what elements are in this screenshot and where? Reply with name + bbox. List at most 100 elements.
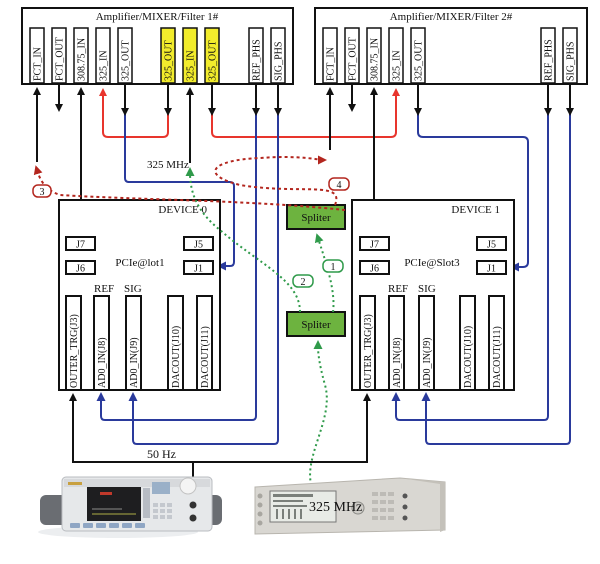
device-0-port-4[interactable]: DACOUT(J11): [196, 295, 213, 391]
amp1-pin-308-75-in-2[interactable]: 308.75_IN: [73, 27, 89, 84]
device-0-slot: PCIe@lot1: [115, 257, 164, 269]
amplifier-1-box: Amplifier/MIXER/Filter 1#: [21, 7, 294, 85]
device-0-port-1[interactable]: AD0_IN(J8): [93, 295, 110, 391]
amp1-pin-sig-phs-9-label: SIG_PHS: [274, 42, 285, 81]
red-path-4: [214, 155, 338, 206]
device-0-port-3[interactable]: DACOUT(J10): [167, 295, 184, 391]
device-0-sig-label: SIG: [124, 283, 142, 295]
device-1-port-4-label: DACOUT(J11): [492, 326, 503, 388]
wire-amp2-325-out-to-dev1-j1: [417, 84, 529, 272]
device-1-ref-label: REF: [388, 283, 408, 295]
green-path-2: [185, 167, 301, 313]
splitter-bottom[interactable]: Spliter: [286, 311, 346, 337]
device-1-port-2[interactable]: AD0_IN(J9): [418, 295, 435, 391]
amp2-pin-fct-out-1[interactable]: FCT_OUT: [344, 27, 360, 84]
amp2-pin-308-75-in-2[interactable]: 308.75_IN: [366, 27, 382, 84]
device-1-j5[interactable]: [476, 236, 507, 251]
function-generator[interactable]: [38, 476, 222, 538]
device-0-j1-label: J1: [194, 264, 203, 275]
amp2-pin-fct-out-1-label: FCT_OUT: [348, 37, 359, 81]
amp1-pin-fct-out-1-label: FCT_OUT: [55, 37, 66, 81]
svg-text:2: 2: [301, 277, 306, 288]
label-325mhz-mid: 325 MHz: [147, 159, 189, 171]
device-1-sig-label: SIG: [418, 283, 436, 295]
green-path-1: [314, 233, 335, 313]
device-0-j5[interactable]: [183, 236, 214, 251]
device-1-port-1[interactable]: AD0_IN(J8): [388, 295, 405, 391]
svg-text:4: 4: [337, 180, 342, 191]
device-0-port-0[interactable]: OUTER_TRG(J3): [65, 295, 82, 391]
device-1-j1-label: J1: [487, 264, 496, 275]
device-1-j5-label: J5: [487, 240, 496, 251]
amp1-pin-fct-in-0-label: FCT_IN: [33, 47, 44, 81]
amplifier-1-title: Amplifier/MIXER/Filter 1#: [96, 11, 219, 23]
amplifier-2-title: Amplifier/MIXER/Filter 2#: [390, 11, 513, 23]
amp1-pin-ref-phs-8-label: REF_PHS: [252, 39, 263, 81]
device-0-port-4-label: DACOUT(J11): [200, 326, 211, 388]
amp2-pin-308-75-in-2-label: 308.75_IN: [370, 38, 381, 81]
amp1-pin-fct-out-1[interactable]: FCT_OUT: [51, 27, 67, 84]
device-0-j6-label: J6: [76, 264, 85, 275]
amp1-pin-ref-phs-8[interactable]: REF_PHS: [248, 27, 264, 84]
device-1-port-3[interactable]: DACOUT(J10): [459, 295, 476, 391]
rf-signal-generator[interactable]: 325 MHz: [254, 477, 446, 535]
device-0-port-3-label: DACOUT(J10): [171, 326, 182, 388]
marker-1: 1: [322, 259, 344, 273]
device-0-ref-label: REF: [94, 283, 114, 295]
amp2-pin-sig-phs-6[interactable]: SIG_PHS: [562, 27, 578, 84]
splitter-bottom-label: Spliter: [301, 319, 331, 331]
splitter-top[interactable]: Spliter: [286, 204, 346, 230]
svg-text:3: 3: [40, 187, 45, 198]
amp1-pin-325-out-7-label: 325_OUT: [208, 40, 219, 81]
marker-3: 3: [32, 184, 52, 198]
device-1-j1[interactable]: [476, 260, 507, 275]
device-0-j7[interactable]: [65, 236, 96, 251]
amp1-pin-308-75-in-2-label: 308.75_IN: [77, 38, 88, 81]
wire-amp1-sig-phs-to-dev0-sig: [128, 84, 279, 445]
amp2-pin-fct-in-0[interactable]: FCT_IN: [322, 27, 338, 84]
device-1-port-4[interactable]: DACOUT(J11): [488, 295, 505, 391]
label-50hz: 50 Hz: [147, 447, 176, 461]
wire-amp1-325-out-to-amp2-325-in: [211, 84, 400, 138]
red-path-3: [33, 165, 346, 211]
wire-amp1-325-loop-red: [99, 84, 169, 138]
device-0-port-2[interactable]: AD0_IN(J9): [125, 295, 142, 391]
amp2-pin-ref-phs-5[interactable]: REF_PHS: [540, 27, 556, 84]
wire-50hz-trigger-dev1: [193, 393, 371, 463]
device-1-port-1-label: AD0_IN(J8): [392, 337, 403, 388]
wire-amp1-ref-phs-to-dev0-ref: [96, 84, 257, 421]
amp1-pin-325-out-4-label: 325_OUT: [121, 40, 132, 81]
amp2-pin-325-out-4-label: 325_OUT: [414, 40, 425, 81]
amp1-pin-325-out-7[interactable]: 325_OUT: [204, 27, 220, 84]
amp1-pin-325-in-6[interactable]: 325_IN: [182, 27, 198, 84]
device-0-j5-label: J5: [194, 240, 203, 251]
wire-amp2-ref-phs-to-dev1-ref: [391, 84, 549, 421]
device-0-j7-label: J7: [76, 240, 85, 251]
amp1-pin-325-out-5[interactable]: 325_OUT: [160, 27, 176, 84]
device-1-port-0[interactable]: OUTER_TRG(J3): [359, 295, 376, 391]
device-1-port-2-label: AD0_IN(J9): [422, 337, 433, 388]
splitter-top-label: Spliter: [301, 212, 331, 224]
amp1-pin-sig-phs-9[interactable]: SIG_PHS: [270, 27, 286, 84]
amp1-pin-325-out-4[interactable]: 325_OUT: [117, 27, 133, 84]
amp1-pin-325-in-3[interactable]: 325_IN: [95, 27, 111, 84]
amp1-pin-325-out-5-label: 325_OUT: [164, 40, 175, 81]
svg-text:1: 1: [331, 262, 336, 273]
device-1-j7-label: J7: [370, 240, 379, 251]
device-1-j6-label: J6: [370, 264, 379, 275]
amp2-pin-325-in-3[interactable]: 325_IN: [388, 27, 404, 84]
device-1-port-3-label: DACOUT(J10): [463, 326, 474, 388]
amp1-pin-325-in-3-label: 325_IN: [99, 50, 110, 81]
device-0-port-2-label: AD0_IN(J9): [129, 337, 140, 388]
device-0-title: DEVICE 0: [158, 204, 207, 216]
marker-2: 2: [292, 274, 314, 288]
device-0-j1[interactable]: [183, 260, 214, 275]
device-0-j6[interactable]: [65, 260, 96, 275]
device-1-j6[interactable]: [359, 260, 390, 275]
amp1-pin-325-in-6-label: 325_IN: [186, 50, 197, 81]
amp1-pin-fct-in-0[interactable]: FCT_IN: [29, 27, 45, 84]
amp2-pin-ref-phs-5-label: REF_PHS: [544, 39, 555, 81]
amp2-pin-325-out-4[interactable]: 325_OUT: [410, 27, 426, 84]
amp2-pin-sig-phs-6-label: SIG_PHS: [566, 42, 577, 81]
device-1-j7[interactable]: [359, 236, 390, 251]
